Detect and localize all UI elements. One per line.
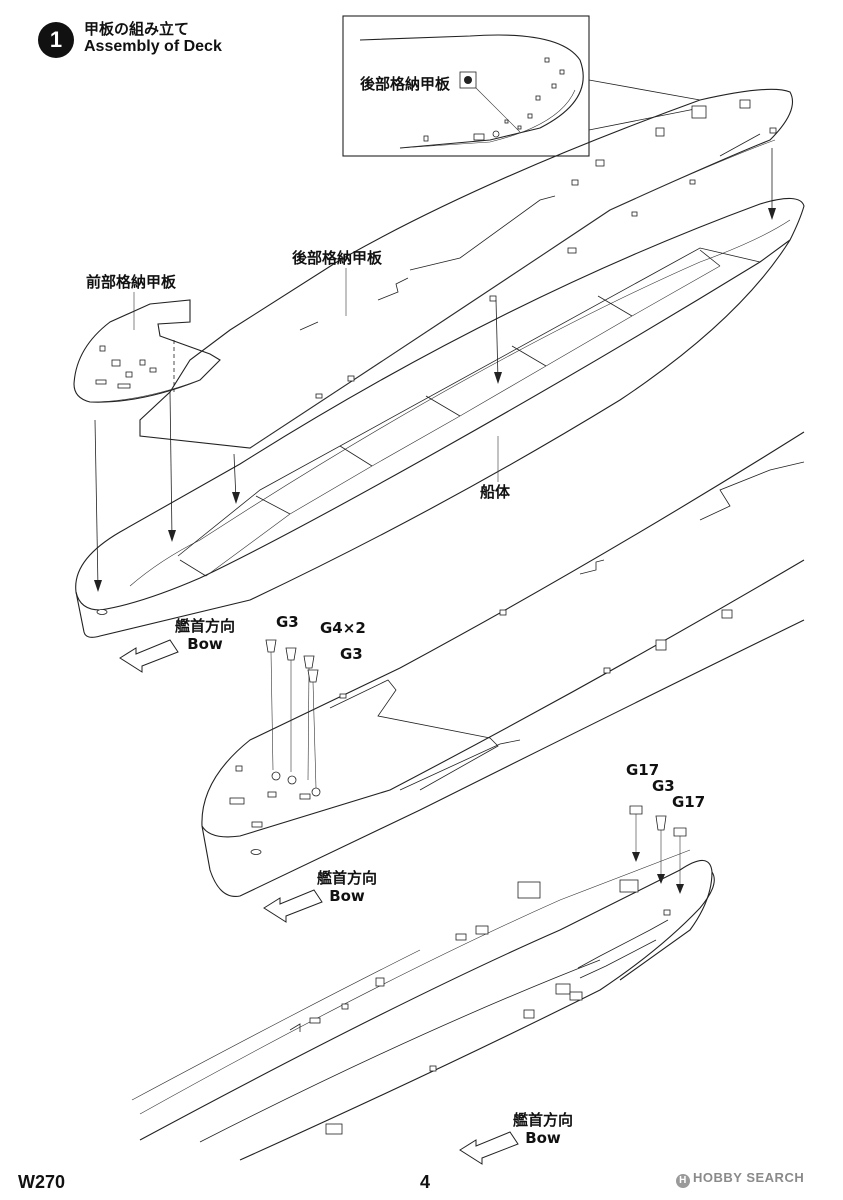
part-label-g17-a: G17 [626, 761, 660, 779]
parts-g17-g3-drop [629, 805, 687, 894]
bow-label-en-3: Bow [525, 1129, 561, 1147]
step-number-badge: 1 [38, 22, 74, 58]
bow-label-jp-1: 艦首方向 [174, 617, 235, 635]
bow-arrow-3 [459, 1131, 519, 1165]
bow-arrow-1 [119, 639, 179, 673]
assembled-hull-middle [201, 431, 805, 898]
hull-label: 船体 [480, 483, 511, 501]
parts-g3-g4-drop [265, 639, 319, 789]
inset-rear-deck-label: 後部格納甲板 [360, 75, 451, 93]
part-label-g17-b: G17 [672, 793, 706, 811]
part-label-g3-c: G3 [652, 777, 675, 795]
rear-deck-part [139, 88, 794, 449]
inset-detail-box [342, 15, 701, 157]
bow-arrow-2 [263, 889, 323, 923]
front-deck-label: 前部格納甲板 [86, 273, 177, 291]
part-label-g3-b: G3 [340, 645, 363, 663]
front-deck-part [73, 299, 221, 403]
step-title-jp: 甲板の組み立て [84, 20, 190, 38]
page-number: 4 [420, 1172, 431, 1192]
part-label-g3-a: G3 [276, 613, 299, 631]
watermark-text: HOBBY SEARCH [693, 1170, 805, 1185]
hull-part [75, 148, 805, 638]
bow-label-jp-2: 艦首方向 [316, 869, 377, 887]
watermark-logo-icon: H [676, 1174, 690, 1188]
model-code: W270 [18, 1172, 66, 1192]
part-label-g4x2: G4×2 [320, 619, 366, 637]
assembled-hull-lower [131, 849, 715, 1161]
rear-deck-label: 後部格納甲板 [292, 249, 383, 267]
bow-label-jp-3: 艦首方向 [512, 1111, 573, 1129]
bow-label-en-1: Bow [187, 635, 223, 653]
step-title-en: Assembly of Deck [84, 38, 222, 55]
bow-label-en-2: Bow [329, 887, 365, 905]
